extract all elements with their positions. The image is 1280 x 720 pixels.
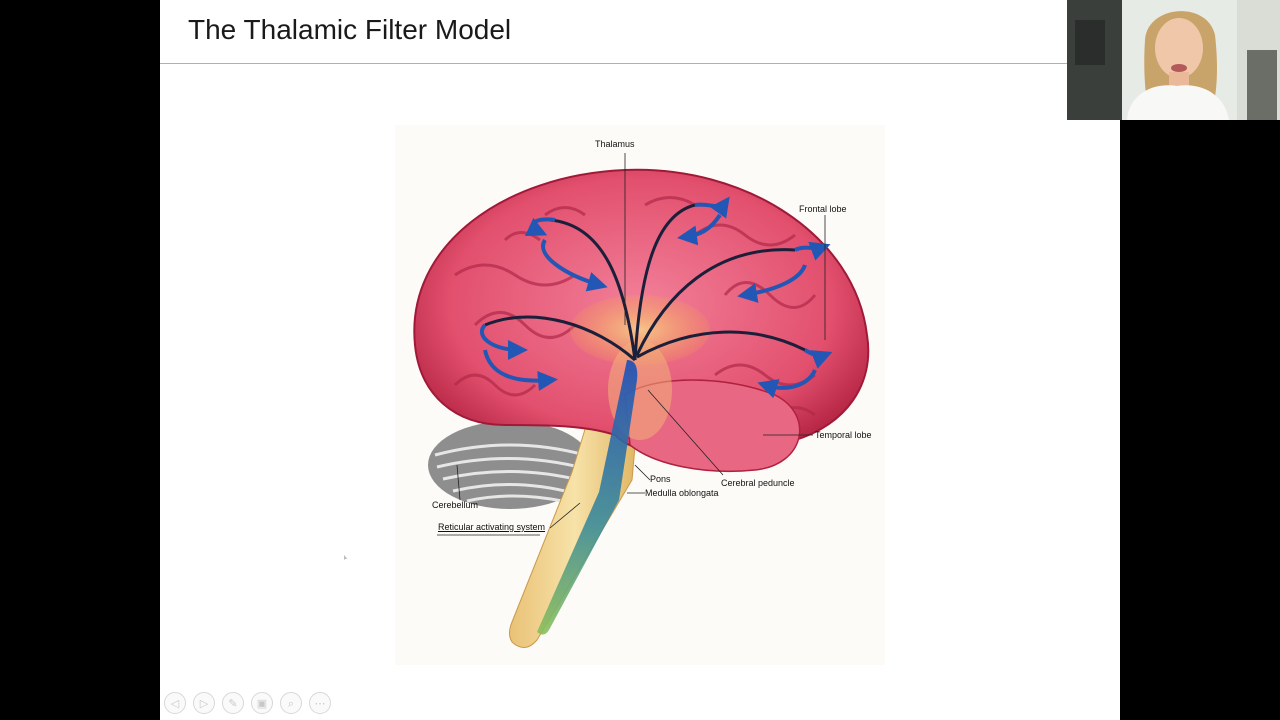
brain-diagram: Thalamus Frontal lobe Temporal lobe Cere… — [395, 125, 885, 665]
previous-icon[interactable]: ◁ — [164, 692, 186, 714]
arrows — [479, 196, 833, 399]
projection-fibres — [484, 203, 806, 362]
cerebellum — [428, 421, 592, 509]
label-cerebellum: Cerebellum — [432, 500, 479, 510]
label-leaders — [437, 153, 826, 536]
slide-title: The Thalamic Filter Model — [188, 14, 512, 45]
more-icon[interactable]: ⋯ — [309, 692, 331, 714]
title-divider — [160, 63, 1120, 64]
label-medulla-oblongata: Medulla oblongata — [645, 488, 719, 498]
next-icon[interactable]: ▷ — [193, 692, 215, 714]
slideshow-controls: ◁ ▷ ✎ ▣ ⌕ ⋯ — [164, 692, 331, 716]
pen-icon[interactable]: ✎ — [222, 692, 244, 714]
label-pons: Pons — [650, 474, 671, 484]
slides-icon[interactable]: ▣ — [251, 692, 273, 714]
slide: The Thalamic Filter Model — [160, 0, 1120, 720]
thalamus-glow — [570, 295, 710, 365]
zoom-icon[interactable]: ⌕ — [280, 692, 302, 714]
mouse-cursor — [344, 555, 348, 560]
label-reticular-activating-system: Reticular activating system — [438, 522, 546, 532]
label-cerebral-peduncle: Cerebral peduncle — [721, 478, 795, 488]
brain-illustration — [413, 153, 870, 648]
label-temporal-lobe: Temporal lobe — [815, 430, 872, 440]
presenter-video — [1067, 0, 1280, 120]
label-thalamus: Thalamus — [595, 139, 635, 149]
presenter-webcam — [1067, 0, 1280, 120]
label-frontal-lobe: Frontal lobe — [799, 204, 847, 214]
reticular-activating-system — [537, 360, 638, 635]
